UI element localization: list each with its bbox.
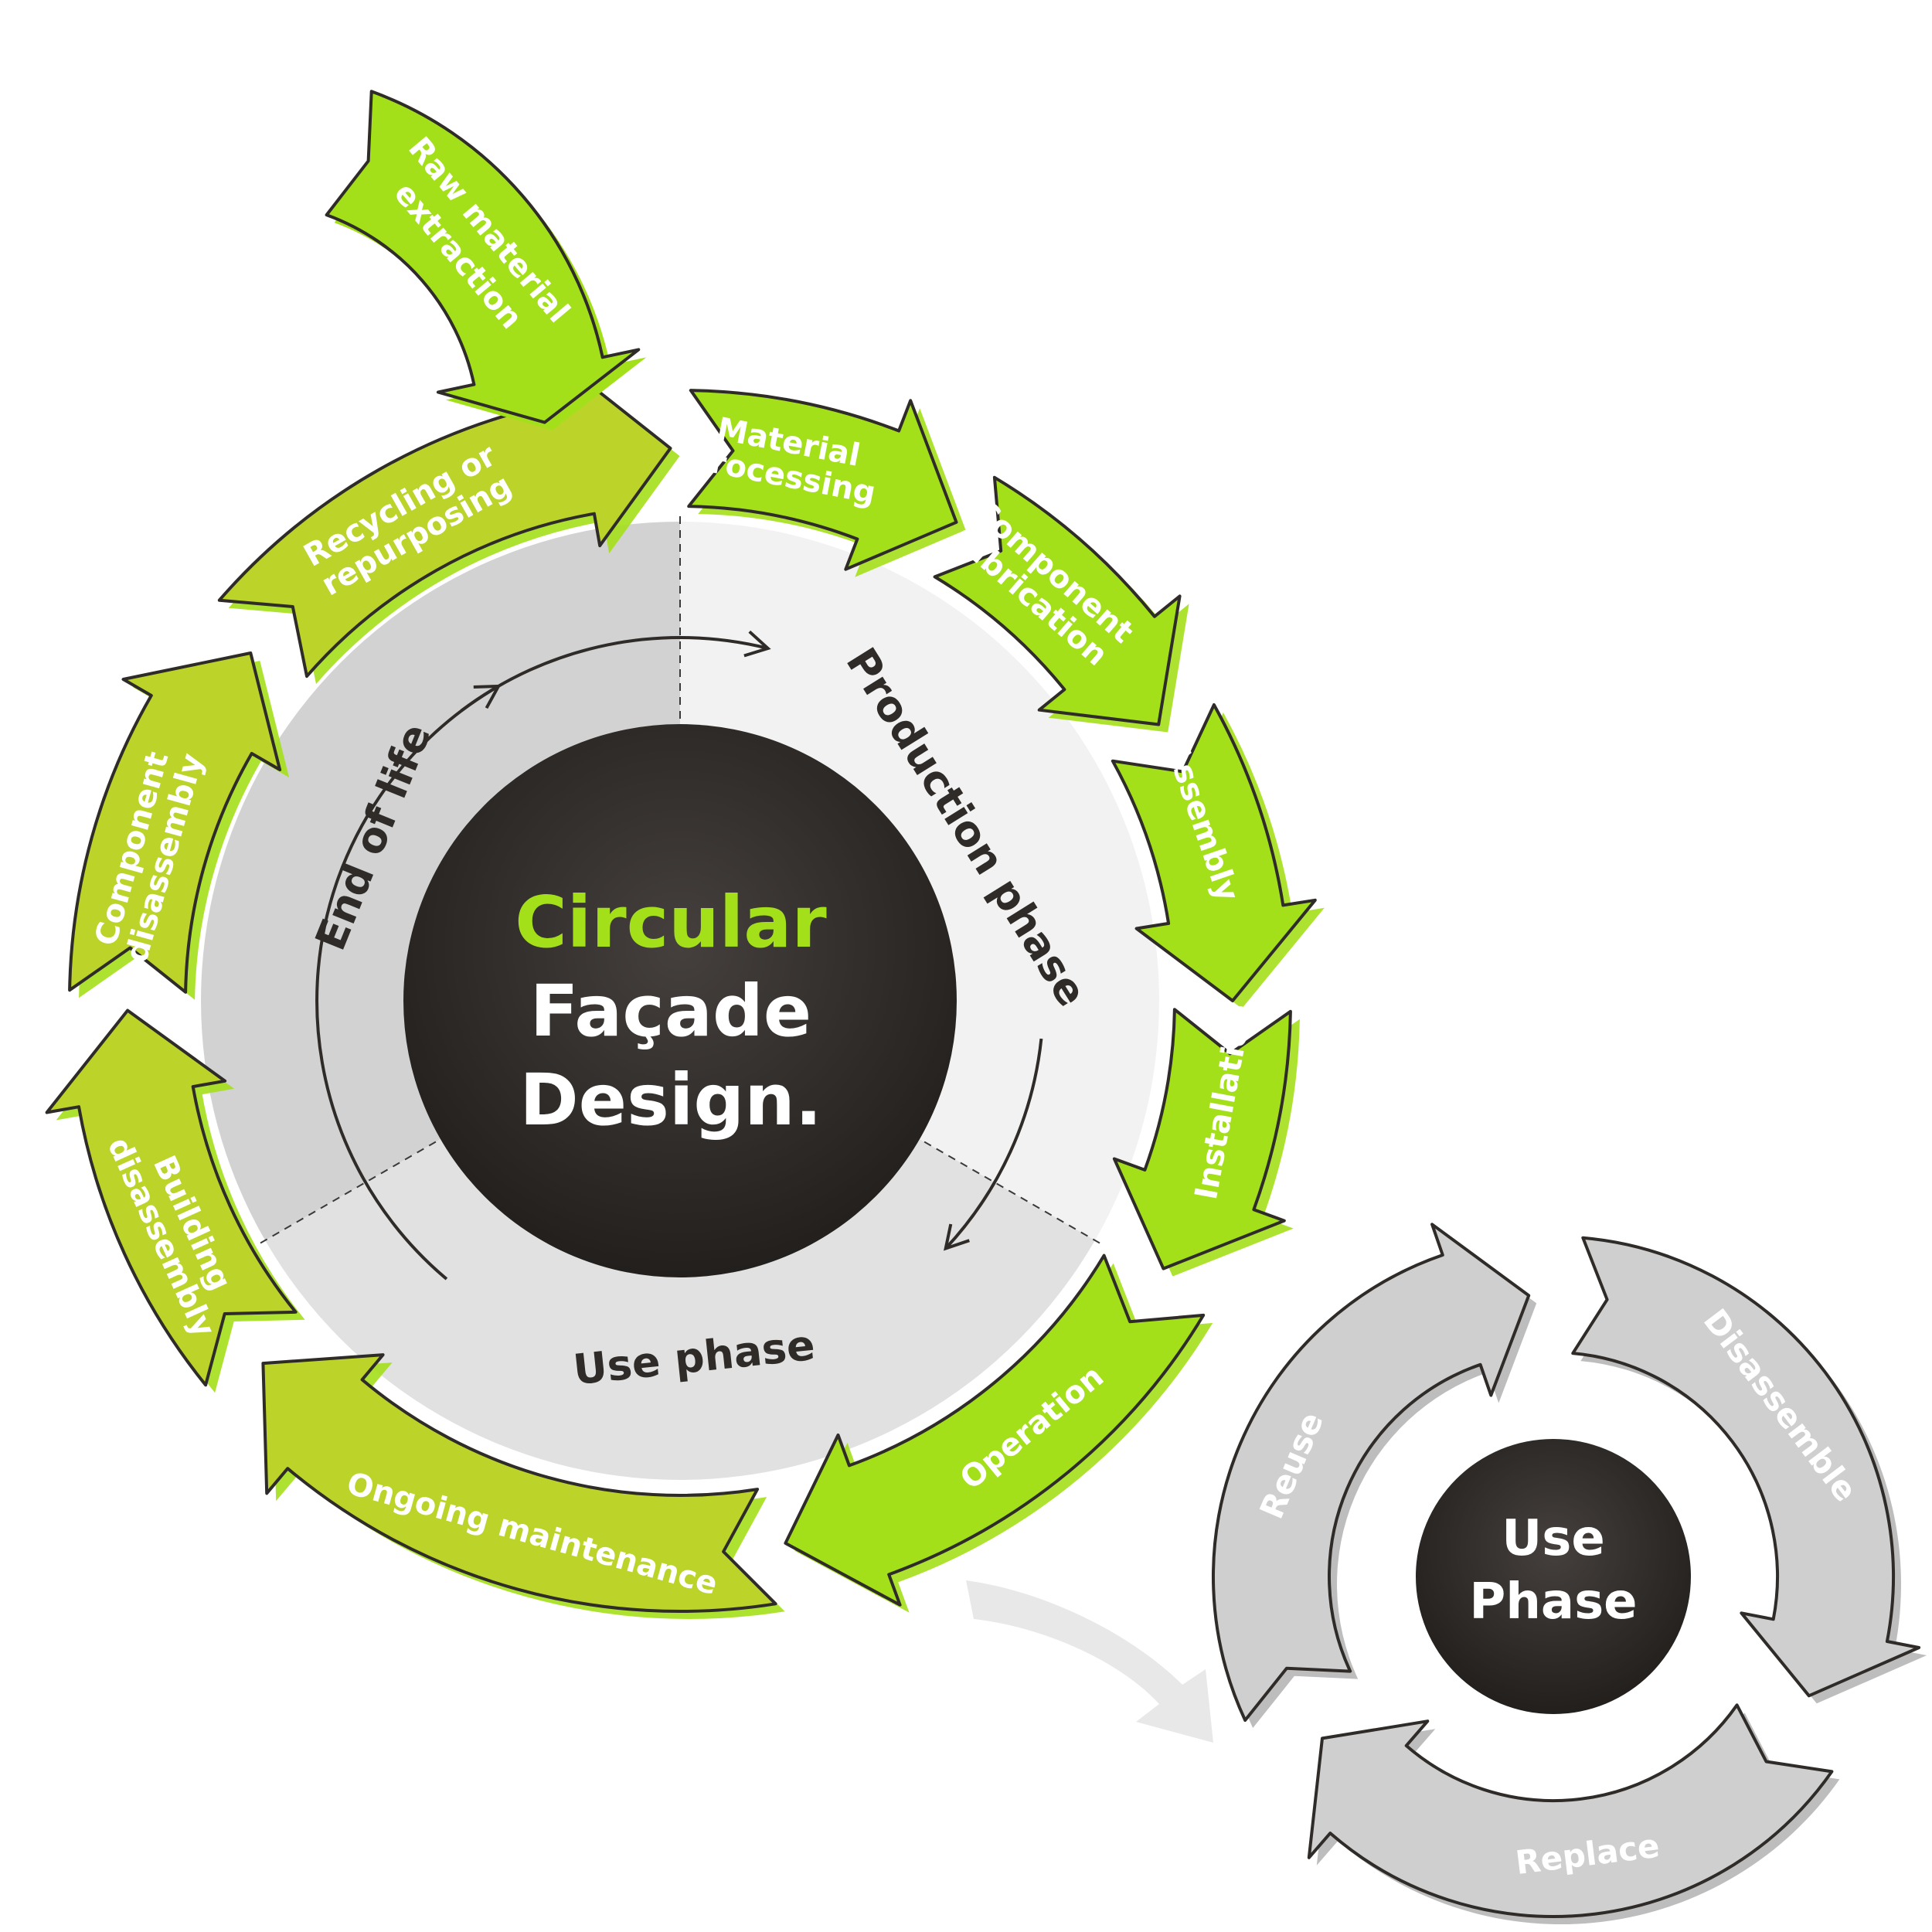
use-phase-core-line1: Use <box>1502 1510 1604 1567</box>
core-circle: Circular Façade Design. <box>403 724 957 1277</box>
core-title-line1: Circular <box>515 881 827 964</box>
use-cycle-step-replace: Replace <box>1307 1703 1840 1925</box>
segment-arrow <box>1112 1008 1292 1270</box>
sector-divider <box>257 1141 437 1245</box>
segment-arrow <box>1111 703 1317 1002</box>
flow-arrow-to-use-head <box>944 1223 970 1251</box>
segment-material-processing: Materialprocessing <box>685 389 966 577</box>
flow-arrow-to-end-of-life-head <box>473 684 502 709</box>
segment-arrow <box>217 366 672 679</box>
segment-arrow <box>784 1253 1206 1607</box>
core-title-line3: Design. <box>519 1059 821 1141</box>
connector-arrow <box>966 1580 1213 1743</box>
segment-building-disassembly: Buildingdisassembly <box>45 1009 305 1393</box>
sector-dividers <box>257 514 1103 1245</box>
segment-assembly: Assembly <box>1111 703 1325 1009</box>
use-cycle-arrow <box>1571 1236 1921 1698</box>
use-cycle-arrow <box>1211 1223 1531 1722</box>
phase-flow-arrows <box>315 630 1043 1281</box>
sector-divider <box>923 1141 1103 1245</box>
raw-material-inflow-arrow: Raw materialextraction <box>325 90 647 430</box>
segment-installation: Installation <box>1112 1001 1300 1277</box>
core-title-line2: Façade <box>530 970 811 1053</box>
use-phase-core-line2: Phase <box>1469 1573 1637 1631</box>
segment-ongoing-maintenance: Ongoing maintenance <box>261 1353 785 1620</box>
segment-arrow <box>933 475 1182 726</box>
flow-arrow-to-end-of-life <box>315 685 500 1281</box>
segment-arrow <box>261 1353 777 1613</box>
segment-arrow <box>68 651 282 994</box>
flow-arrow-to-use <box>944 1038 1043 1250</box>
segment-operation: Operation <box>784 1253 1213 1613</box>
use-cycle-arrow <box>1307 1703 1834 1918</box>
use-phase-core: Use Phase <box>1416 1439 1691 1714</box>
inflow-arrow-body <box>325 90 641 424</box>
use-cycle-step-reuse: Reuse <box>1211 1223 1537 1728</box>
segment-arrow <box>687 389 958 571</box>
segment-arrow <box>45 1009 298 1387</box>
flow-arrow-to-production-head <box>743 630 771 658</box>
segment-component-disassembly: Componentdisassembly <box>68 651 290 1000</box>
